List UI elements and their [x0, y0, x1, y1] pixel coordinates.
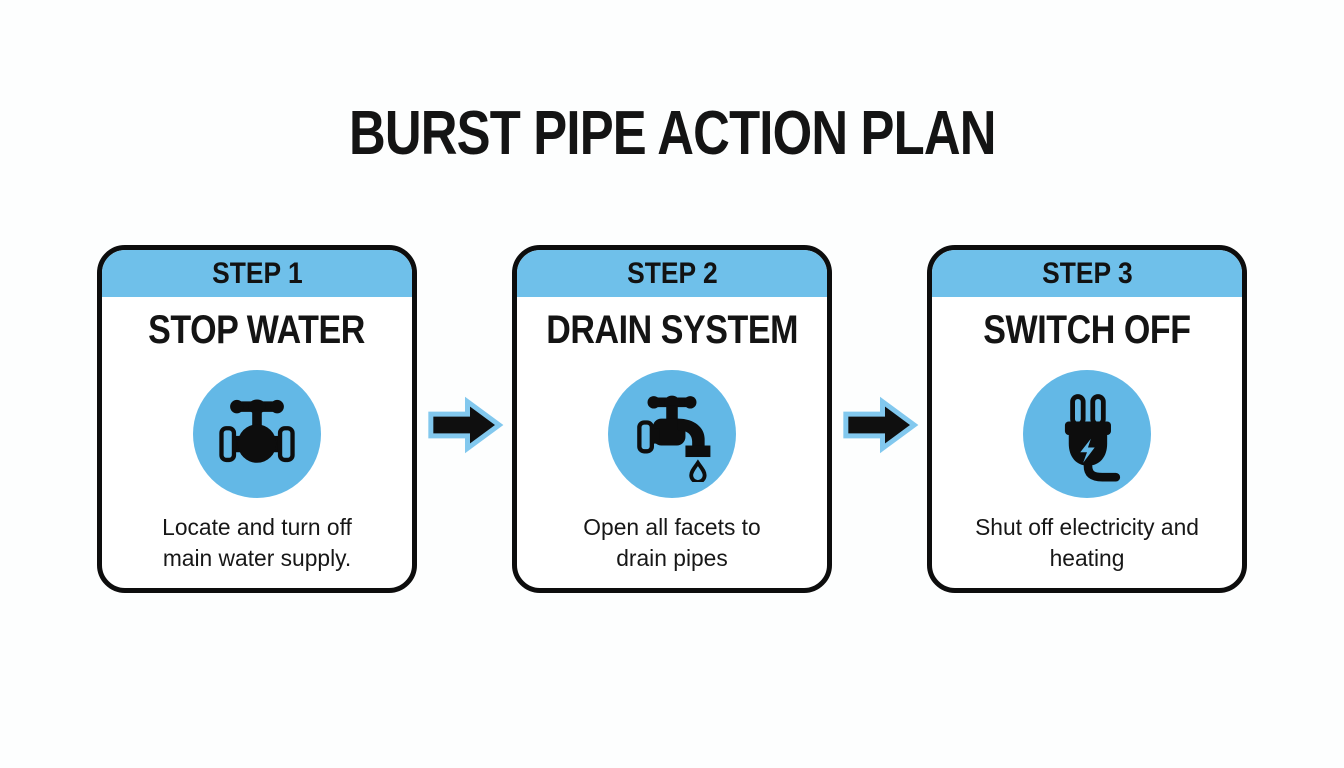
- faucet-icon: [637, 395, 711, 482]
- step-1-heading: STOP WATER: [148, 308, 366, 352]
- step-1-header: STEP 1: [102, 250, 412, 297]
- step-card-1: STEP 1 STOP WATER Locate and turn off ma…: [97, 245, 417, 593]
- step-card-3: STEP 3 SWITCH OFF Shut off electricity a…: [927, 245, 1247, 593]
- plug-icon: [1064, 394, 1121, 482]
- step-card-2: STEP 2 DRAIN SYSTEM Open all: [512, 245, 832, 593]
- step-3-icon-circle: [1023, 370, 1151, 498]
- arrow-right-icon: [427, 396, 503, 454]
- step-3-description: Shut off electricity and heating: [975, 514, 1199, 572]
- page-title-text: BURST PIPE ACTION PLAN: [348, 99, 997, 168]
- page-title: BURST PIPE ACTION PLAN: [0, 98, 1344, 169]
- step-3-label: STEP 3: [1041, 256, 1133, 290]
- step-1-icon-circle: [193, 370, 321, 498]
- step-3-heading: SWITCH OFF: [983, 308, 1191, 352]
- steps-row: STEP 1 STOP WATER Locate and turn off ma…: [0, 245, 1344, 593]
- step-1-description: Locate and turn off main water supply.: [162, 514, 352, 572]
- step-2-heading: DRAIN SYSTEM: [546, 308, 798, 352]
- step-2-description: Open all facets to drain pipes: [583, 514, 761, 572]
- step-3-header: STEP 3: [932, 250, 1242, 297]
- step-1-label: STEP 1: [211, 256, 303, 290]
- arrow-gap-2: [832, 245, 927, 455]
- arrow-gap-1: [417, 245, 512, 455]
- arrow-right-icon: [842, 396, 918, 454]
- step-2-label: STEP 2: [626, 256, 718, 290]
- step-2-icon-circle: [608, 370, 736, 498]
- valve-icon: [219, 399, 295, 463]
- step-2-header: STEP 2: [517, 250, 827, 297]
